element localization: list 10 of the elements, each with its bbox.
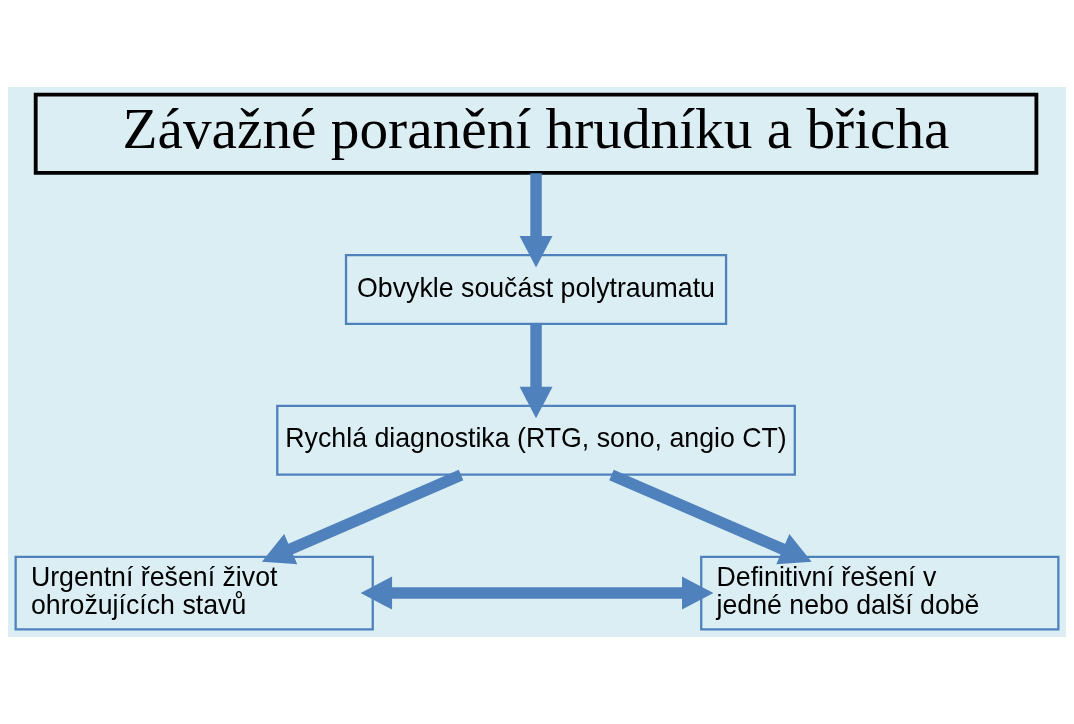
arrow — [261, 469, 464, 565]
arrow — [519, 324, 553, 419]
arrow — [360, 576, 714, 610]
arrow — [609, 469, 812, 565]
node-box: Urgentní řešení život ohrožujících stavů — [14, 555, 374, 631]
node-box: Závažné poranění hrudníku a břicha — [33, 92, 1039, 175]
arrow — [519, 173, 553, 268]
node-box: Rychlá diagnostika (RTG, sono, angio CT) — [276, 404, 796, 476]
node-box: Obvykle součást polytraumatu — [344, 253, 728, 325]
node-box: Definitivní řešení v jedné nebo další době — [700, 555, 1060, 631]
